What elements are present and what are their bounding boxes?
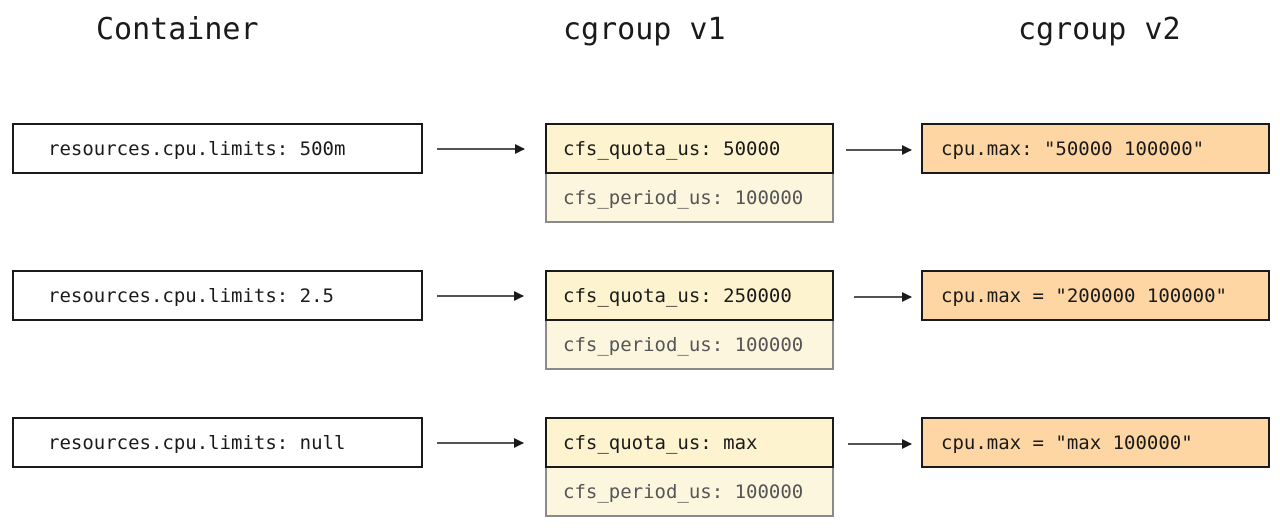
cpu-max-label: cpu.max = "200000 100000" (941, 284, 1227, 307)
cfs-quota-label: cfs_quota_us: 50000 (563, 137, 781, 160)
cpu-max-box-1: cpu.max: "50000 100000" (921, 123, 1270, 174)
heading-container: Container (96, 12, 259, 47)
cpu-max-label: cpu.max: "50000 100000" (941, 137, 1205, 160)
container-limit-box-2: resources.cpu.limits: 2.5 (12, 270, 423, 321)
cpu-max-box-3: cpu.max = "max 100000" (921, 417, 1270, 468)
container-limit-label: resources.cpu.limits: 2.5 (48, 284, 334, 307)
cfs-quota-label: cfs_quota_us: max (563, 431, 758, 454)
heading-cgroup-v2: cgroup v2 (1018, 12, 1181, 47)
cfs-period-label: cfs_period_us: 100000 (563, 333, 804, 356)
container-limit-label: resources.cpu.limits: null (48, 431, 346, 454)
heading-cgroup-v1: cgroup v1 (563, 12, 726, 47)
cfs-period-label: cfs_period_us: 100000 (563, 480, 804, 503)
cfs-period-box-2: cfs_period_us: 100000 (545, 319, 834, 370)
cpu-max-label: cpu.max = "max 100000" (941, 431, 1193, 454)
cfs-quota-label: cfs_quota_us: 250000 (563, 284, 792, 307)
cfs-quota-box-2: cfs_quota_us: 250000 (545, 270, 834, 321)
cfs-period-label: cfs_period_us: 100000 (563, 186, 804, 209)
container-limit-box-3: resources.cpu.limits: null (12, 417, 423, 468)
cfs-quota-box-1: cfs_quota_us: 50000 (545, 123, 834, 174)
container-limit-box-1: resources.cpu.limits: 500m (12, 123, 423, 174)
cfs-period-box-3: cfs_period_us: 100000 (545, 466, 834, 517)
container-limit-label: resources.cpu.limits: 500m (48, 137, 346, 160)
cpu-max-box-2: cpu.max = "200000 100000" (921, 270, 1270, 321)
cfs-quota-box-3: cfs_quota_us: max (545, 417, 834, 468)
